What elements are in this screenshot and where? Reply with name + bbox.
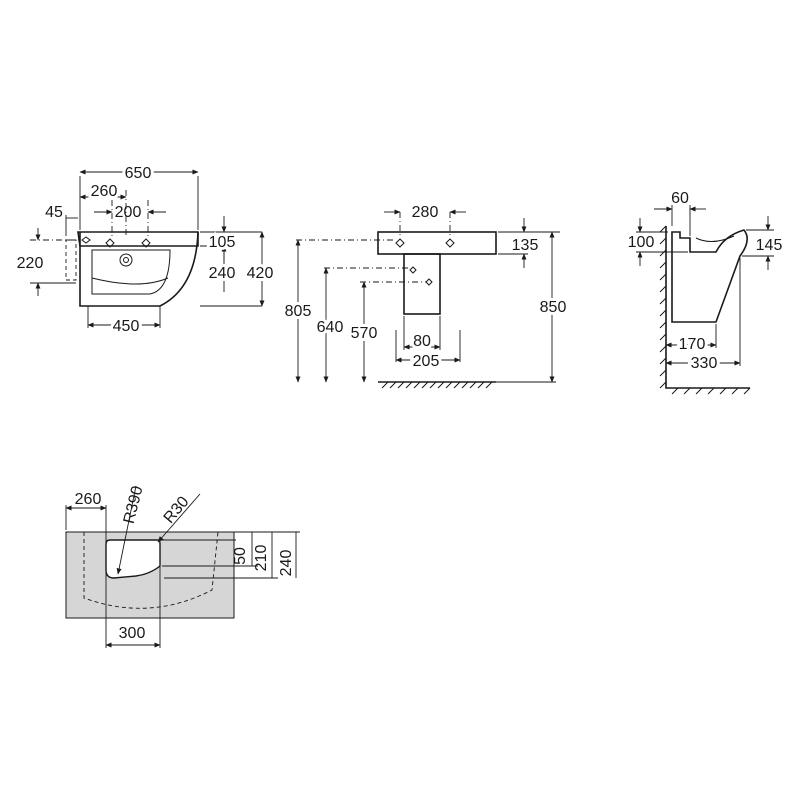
wall-hatch	[659, 225, 751, 395]
fix-mark-wall	[81, 236, 91, 244]
front-view: 650 260 200 45 220 105 240 420 450	[17, 162, 277, 338]
side-view: 280 135 805 640 570 80 205 850	[282, 204, 569, 389]
dim-210: 210	[253, 545, 270, 572]
fix-mark-1	[395, 238, 405, 248]
dim-200: 200	[115, 204, 142, 221]
dim-570: 570	[351, 325, 378, 342]
wall-line	[665, 226, 750, 389]
dim-280: 280	[412, 204, 439, 221]
dim-260: 260	[91, 183, 118, 200]
dim-850: 850	[540, 299, 567, 316]
tap-hole-inner	[123, 257, 129, 263]
dim-220: 220	[17, 255, 44, 272]
waste-mark-1	[409, 266, 417, 274]
dim-100: 100	[628, 234, 655, 251]
dim-330: 330	[691, 355, 718, 372]
dim-105: 105	[209, 234, 236, 251]
dim-145: 145	[756, 237, 783, 254]
wall-strip	[65, 239, 77, 281]
dim-cutout-240: 240	[278, 550, 295, 577]
floor-hatch	[381, 381, 493, 389]
profile-view: 60 100 145 170 330	[625, 190, 785, 395]
dim-80: 80	[413, 333, 431, 350]
dim-135: 135	[512, 237, 539, 254]
pedestal	[403, 253, 441, 315]
dim-45: 45	[45, 204, 63, 221]
dim-420: 420	[247, 265, 274, 282]
dim-cutout-260: 260	[75, 491, 102, 508]
tap-hole	[119, 253, 133, 267]
dim-450: 450	[113, 318, 140, 335]
bowl-inner	[91, 277, 169, 285]
cutout-template: 260 R390 R30 50 210 240 300	[65, 484, 300, 648]
dim-r30: R30	[161, 493, 193, 526]
dim-205: 205	[413, 353, 440, 370]
dim-805: 805	[285, 303, 312, 320]
basin-outline-body	[79, 231, 199, 307]
hidden-basin-outline	[83, 531, 219, 609]
dim-650: 650	[125, 165, 152, 182]
fix-mark-left	[105, 238, 115, 248]
basin-outline	[77, 231, 199, 247]
fix-mark-right	[141, 238, 151, 248]
basin-profile-inner	[695, 235, 735, 242]
dim-640: 640	[317, 319, 344, 336]
fix-mark-2	[445, 238, 455, 248]
waste-mark-2	[425, 278, 433, 286]
dim-240: 240	[209, 265, 236, 282]
basin-profile	[671, 229, 748, 323]
dim-60: 60	[671, 190, 689, 207]
dim-r390: R390	[121, 484, 147, 525]
dim-300: 300	[119, 625, 146, 642]
dim-50: 50	[232, 547, 249, 565]
dim-170: 170	[679, 336, 706, 353]
bowl-outline	[91, 249, 171, 295]
